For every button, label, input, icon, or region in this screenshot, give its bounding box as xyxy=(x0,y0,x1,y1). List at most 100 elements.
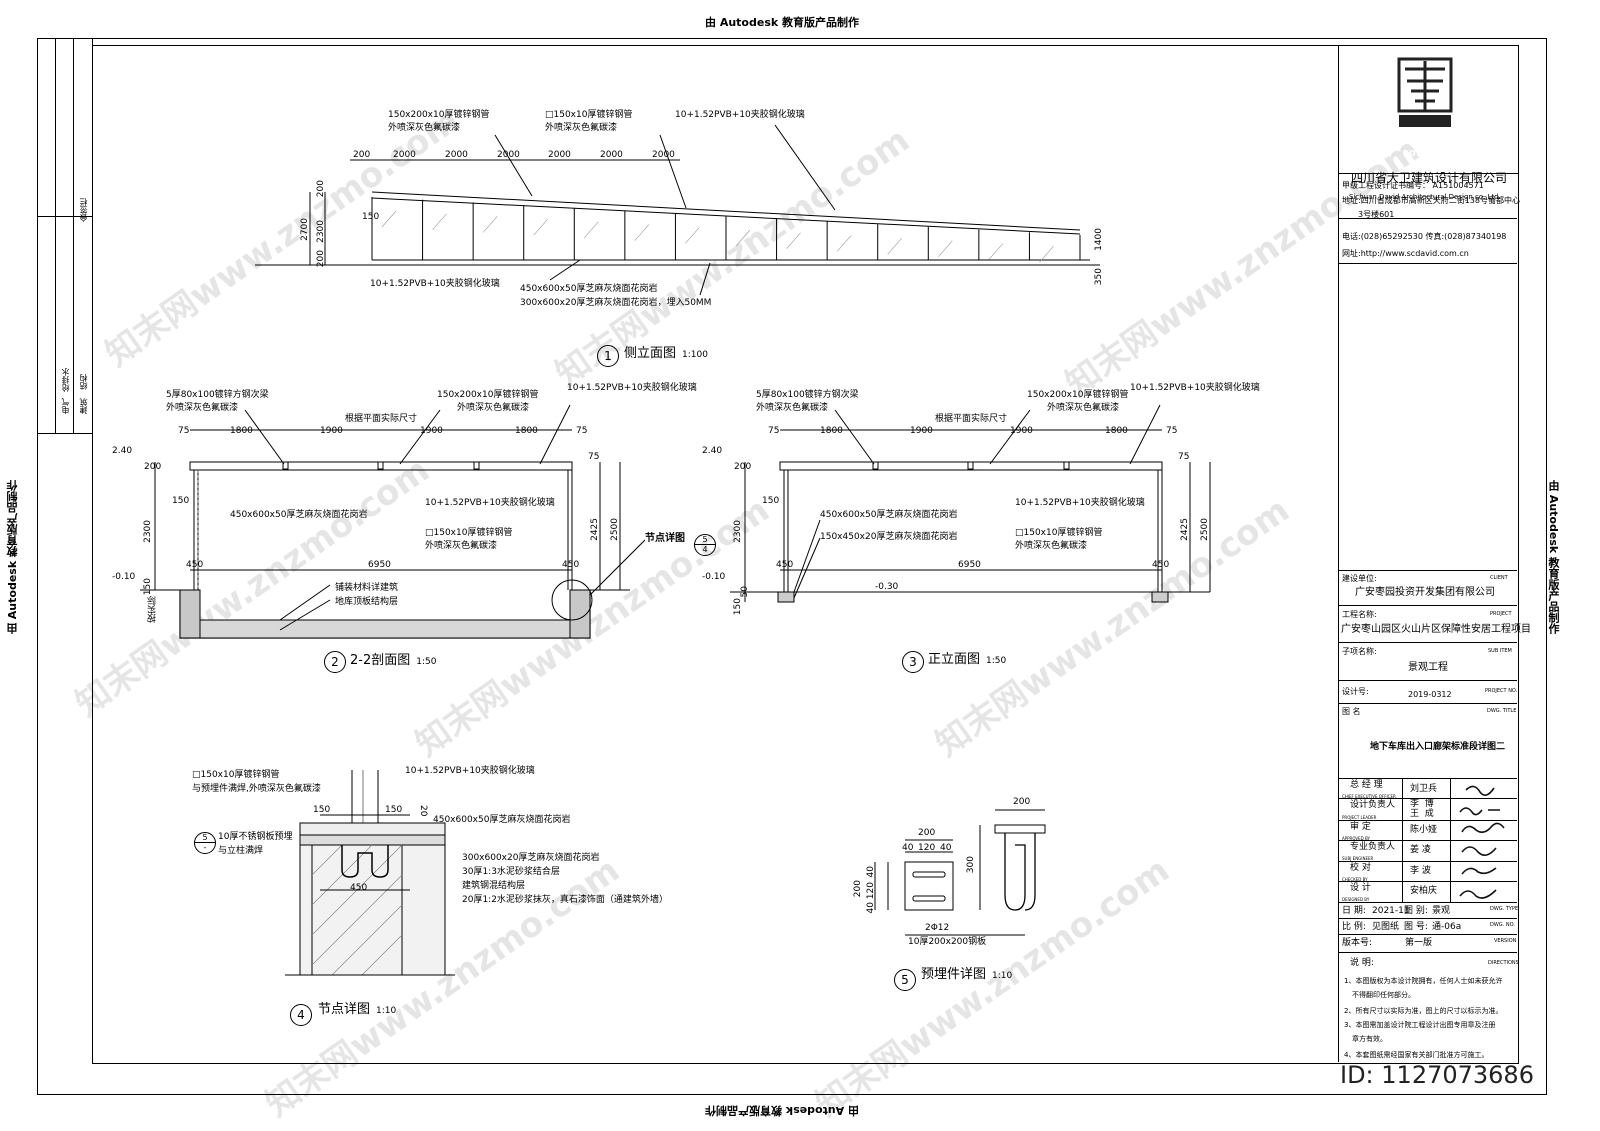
d4-dim: 20 xyxy=(418,805,428,817)
d3-dim: 150 xyxy=(733,598,743,616)
autodesk-banner-top: 由 Autodesk 教育版产品制作 xyxy=(705,16,860,29)
left-strip-label: 建筑 xyxy=(79,398,88,414)
role-label: 总 经 理 xyxy=(1350,780,1383,790)
d2-number: 2 xyxy=(324,651,346,673)
dwgno-tag: DWG. NO. xyxy=(1490,922,1515,928)
phone: 电话:(028)65292530 传真:(028)87340198 xyxy=(1342,232,1507,241)
d5-dim: 300 xyxy=(966,856,976,874)
d2-label: 铺装材料详建筑 xyxy=(335,583,399,593)
d3-elev: -0.30 xyxy=(875,582,899,592)
d3-dim: 1800 xyxy=(820,426,843,436)
d5-dim: 120 xyxy=(918,843,936,853)
d1-dim: 2000 xyxy=(652,150,675,160)
d1-label: 150x200x10厚镀锌钢管 xyxy=(388,110,490,120)
d5-dim: 40 xyxy=(866,902,876,914)
d1-dim: 2000 xyxy=(497,150,520,160)
note-line: 4、本套图纸需经国家有关部门批准方可施工。 xyxy=(1344,1051,1489,1059)
d3-dim: 450 xyxy=(1152,560,1170,570)
d5-plate: 10厚200x200钢板 xyxy=(908,937,987,947)
drawing-section-2-2 xyxy=(140,404,646,639)
d2-node-label: 节点详图 xyxy=(645,533,685,544)
signatures xyxy=(1459,785,1505,899)
role-label: 校 对 xyxy=(1350,863,1371,873)
d4-label: 450x600x50厚芝麻灰烧面花岗岩 xyxy=(433,815,571,825)
d1-label: 10+1.52PVB+10夹胶钢化玻璃 xyxy=(370,279,500,289)
d5-dim: 200 xyxy=(1013,797,1031,807)
role-en: DESIGNED BY xyxy=(1342,897,1370,902)
d3-dim: 2425 xyxy=(1180,518,1190,541)
note-line: 章方有效。 xyxy=(1352,1035,1387,1043)
note-line: 2、所有尺寸以实际为准，图上的尺寸以标示为准。 xyxy=(1344,1007,1503,1015)
d1-dim: 2000 xyxy=(393,150,416,160)
drawing-node-detail xyxy=(285,770,455,976)
d1-label: 外喷深灰色氟碳漆 xyxy=(545,123,618,133)
glass-hatch xyxy=(1039,246,1054,263)
d3-dim: 50 xyxy=(740,586,750,598)
d3-label: 10+1.52PVB+10夹胶钢化玻璃 xyxy=(1015,498,1145,508)
d2-dim: 150 xyxy=(143,578,153,596)
glass-hatch xyxy=(988,243,1004,260)
d2-dim: 1900 xyxy=(320,426,343,436)
d3-dim: 1800 xyxy=(1105,426,1128,436)
d4-label: 建筑钢混结构层 xyxy=(462,881,526,891)
note-line: 1、本图版权为本设计院拥有，任何人士如未获允许 xyxy=(1344,977,1503,985)
d1-dim: 2000 xyxy=(445,150,468,160)
d3-dim: 450 xyxy=(776,560,794,570)
glass-hatch xyxy=(381,210,397,228)
d1-dim: 350 xyxy=(1094,268,1104,286)
d2-label: 10+1.52PVB+10夹胶钢化玻璃 xyxy=(425,498,555,508)
d1-label: 外喷深灰色氟碳漆 xyxy=(388,123,461,133)
d3-dim: 2300 xyxy=(733,520,743,543)
dwg-title: 地下车库出入口廊架标准段详图二 xyxy=(1370,742,1506,752)
scale: 见图纸 xyxy=(1372,922,1400,932)
dwg-label: 图 名 xyxy=(1342,707,1361,716)
d2-dim: 150 xyxy=(172,496,190,506)
d2-dim: 2425 xyxy=(590,518,600,541)
client-label: 建设单位: xyxy=(1342,574,1377,583)
scale-label: 比 例: xyxy=(1342,922,1366,932)
d2-dim: 2500 xyxy=(610,518,620,541)
inner-frame xyxy=(92,45,1519,1064)
date-label: 日 期: xyxy=(1342,906,1366,916)
d4-label: 10厚不锈钢板预埋 xyxy=(218,832,293,842)
d2-label: 5厚80x100镀锌方钢次梁 xyxy=(166,390,269,400)
d2-elev: 2.40 xyxy=(112,446,133,456)
note-line: 不得翻印任何部分。 xyxy=(1352,991,1415,999)
dwgtype: 景观 xyxy=(1432,906,1451,916)
d1-dim: 1400 xyxy=(1094,228,1104,251)
sub-name: 景观工程 xyxy=(1408,662,1448,673)
d4-label: 与立柱满焊 xyxy=(218,846,264,856)
role-name: 李 博 王 成 xyxy=(1410,799,1434,819)
d1-dim: 2300 xyxy=(316,220,326,243)
role-label: 审 定 xyxy=(1350,822,1371,832)
d4-dim: 150 xyxy=(313,805,331,815)
autodesk-banner-left: 由 Autodesk 教育版产品制作 xyxy=(6,480,19,635)
address-line-1: 地址:四川省成都市高新区天府二街138号蜀都中心 xyxy=(1342,196,1520,205)
left-strip-label: 结构 xyxy=(79,374,88,390)
d2-dim: 1800 xyxy=(515,426,538,436)
d1-dim: 200 xyxy=(353,150,371,160)
dwg-tag: DWG. TITLE xyxy=(1487,708,1517,714)
role-name: 李 波 xyxy=(1410,866,1431,876)
d2-dim: 200 xyxy=(144,462,162,472)
d3-dim: 75 xyxy=(768,426,780,436)
role-en: PROJECT LEADER xyxy=(1342,815,1377,820)
autodesk-banner-bottom: 由 Autodesk 教育版产品制作 xyxy=(705,1104,860,1117)
d2-label: 10+1.52PVB+10夹胶钢化玻璃 xyxy=(567,383,697,393)
drawing-embedded-part xyxy=(874,809,1046,936)
d2-label: 外喷深灰色氟碳漆 xyxy=(457,403,530,413)
d4-label: 20厚1:2水泥砂浆抹灰，真石漆饰面（通建筑外墙） xyxy=(462,895,668,905)
d3-label: 5厚80x100镀锌方钢次梁 xyxy=(756,390,859,400)
projno-tag: PROJECT NO. xyxy=(1485,688,1518,694)
date: 2021-11 xyxy=(1372,906,1410,916)
role-en: CHECKED BY xyxy=(1342,877,1368,882)
d2-dim: 75 xyxy=(588,452,600,462)
left-strip-label: 给排水 xyxy=(61,368,70,392)
client-tag: CLIENT xyxy=(1490,575,1508,581)
d2-label: 地库顶板结构层 xyxy=(335,597,399,607)
d5-bar: 2Φ12 xyxy=(925,923,950,933)
d2-label: 150x200x10厚镀锌钢管 xyxy=(437,390,539,400)
d2-note: 根据平面实际尺寸 xyxy=(345,414,418,424)
